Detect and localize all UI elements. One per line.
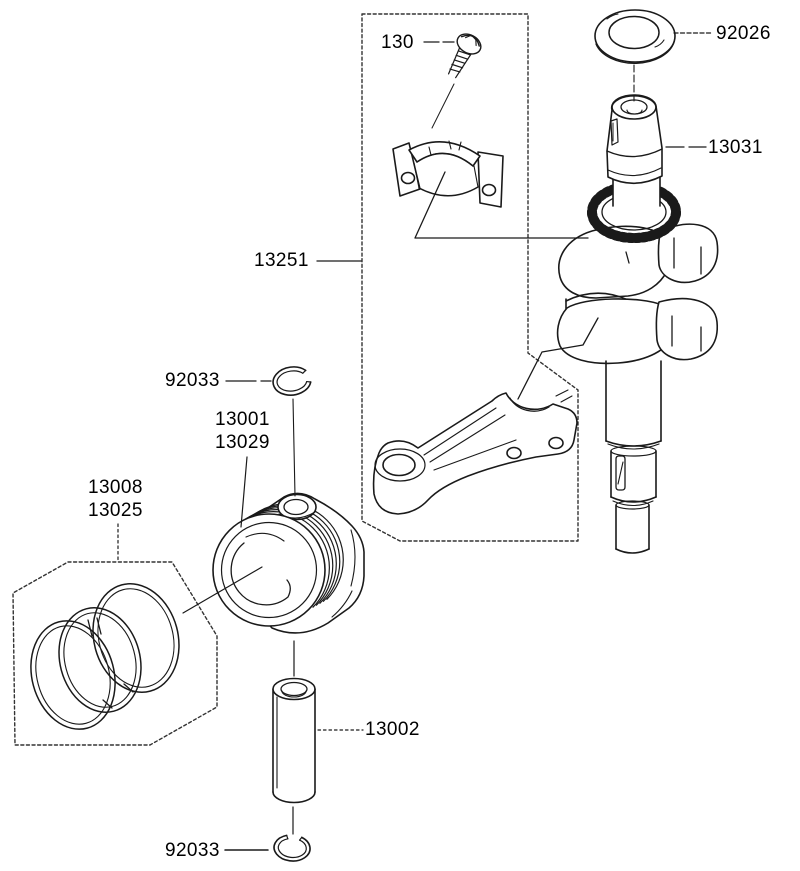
thrust-washer-drawing bbox=[594, 9, 676, 64]
circlip-bottom-drawing bbox=[273, 834, 311, 862]
part-label-connecting-rod-assy[interactable]: 13251 bbox=[254, 250, 309, 271]
circlip-top-drawing bbox=[272, 366, 312, 396]
part-label-ring-set-line2[interactable]: 13025 bbox=[88, 500, 143, 521]
part-label-piston[interactable]: 13001 13029 bbox=[215, 408, 270, 454]
ring-set-dashed-box bbox=[12, 561, 218, 746]
rod-assembly-dashed-box bbox=[361, 13, 579, 542]
piston-rings-drawing bbox=[30, 583, 180, 730]
part-label-piston-line1[interactable]: 13001 bbox=[215, 409, 270, 430]
part-label-ring-set-line1[interactable]: 13008 bbox=[88, 477, 143, 498]
part-label-crankshaft[interactable]: 13031 bbox=[708, 137, 763, 158]
part-label-circlip-top[interactable]: 92033 bbox=[165, 370, 220, 391]
crankshaft-drawing bbox=[556, 94, 719, 554]
part-label-ring-set[interactable]: 13008 13025 bbox=[88, 476, 143, 522]
rod-bolt-drawing bbox=[431, 33, 482, 129]
part-label-piston-pin[interactable]: 13002 bbox=[365, 719, 420, 740]
leader-lines bbox=[117, 32, 714, 851]
part-label-bolt[interactable]: 130 bbox=[381, 32, 414, 53]
piston-pin-drawing bbox=[272, 677, 316, 804]
connecting-rod-drawing bbox=[372, 389, 578, 515]
part-label-thrust-washer[interactable]: 92026 bbox=[716, 23, 771, 44]
part-label-piston-line2[interactable]: 13029 bbox=[215, 432, 270, 453]
piston-drawing bbox=[212, 492, 365, 634]
part-label-circlip-bottom[interactable]: 92033 bbox=[165, 840, 220, 861]
rod-cap-drawing bbox=[392, 140, 504, 208]
